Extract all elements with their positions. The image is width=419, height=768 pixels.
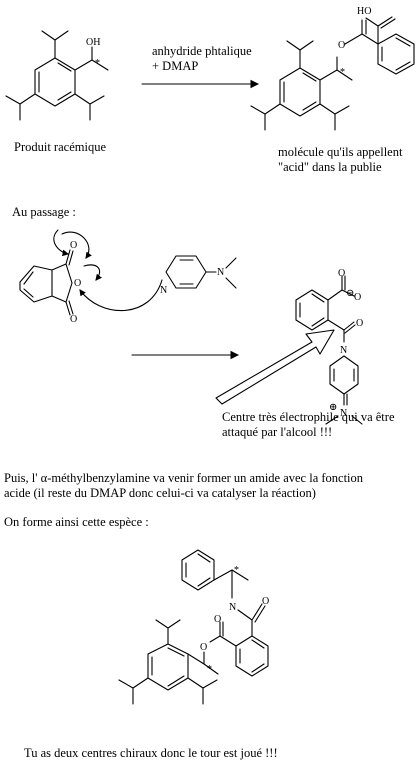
hemiester-product-structure [250,16,415,131]
product-caption-line-1: molécule qu'ils appellent [278,145,403,159]
acylpyridinium-structure [215,275,363,425]
mechanism-heading: Au passage : [12,205,76,219]
atom-label-n-iminium: N [340,408,348,419]
atom-label-o: O [338,268,346,279]
atom-label-o: O [74,278,82,289]
atom-label-o: O [356,318,364,329]
phthalic-anhydride-structure [19,229,103,316]
atom-label-n-pyridine: N [160,285,168,296]
final-amide-structure [118,549,269,705]
atom-label-o: O [262,596,270,607]
conclusion: Tu as deux centres chiraux donc le tour … [24,746,278,760]
stereo-mark: * [234,565,239,576]
atom-label-oh: OH [86,37,101,48]
stereo-mark: * [340,67,345,78]
atom-label-ester-o: O [338,40,346,51]
atom-label-o: O [214,614,222,625]
atom-label-o: O [70,314,78,325]
reagent-line-2: + DMAP [152,59,199,73]
hollow-arrow [215,329,335,405]
product-caption-line-2: "acid" dans la publie [278,160,382,174]
stereo-mark: * [95,58,100,69]
charge-plus: ⊕ [329,402,338,413]
paragraph-line-1: Puis, l' α-méthylbenzylamine va venir fo… [4,471,364,485]
final-heading: On forme ainsi cette espèce : [4,515,149,529]
starting-alcohol-structure [5,30,109,121]
atom-label-o-ester: O [200,642,208,653]
stereo-mark: * [207,664,212,675]
reagent-line-1: anhydride phtalique [152,44,252,58]
atom-label-o-minus: O [354,292,362,303]
atom-label-o: O [70,240,78,251]
atom-label-ho: HO [357,6,372,17]
atom-label-n-dimethyl: N [217,267,225,278]
electrophile-note-line-1: Centre très électrophile qui va être [222,410,395,424]
electrophile-note-line-2: attaqué par l'alcool !!! [222,425,333,439]
paragraph-line-2: acide (il reste du DMAP donc celui-ci va… [4,486,316,500]
charge-minus: ⊖ [346,288,355,299]
start-caption: Produit racémique [14,140,106,154]
dmap-structure [79,255,237,312]
atom-label-n-pyridinium: N [340,345,348,356]
atom-label-n-amide: N [229,602,237,613]
